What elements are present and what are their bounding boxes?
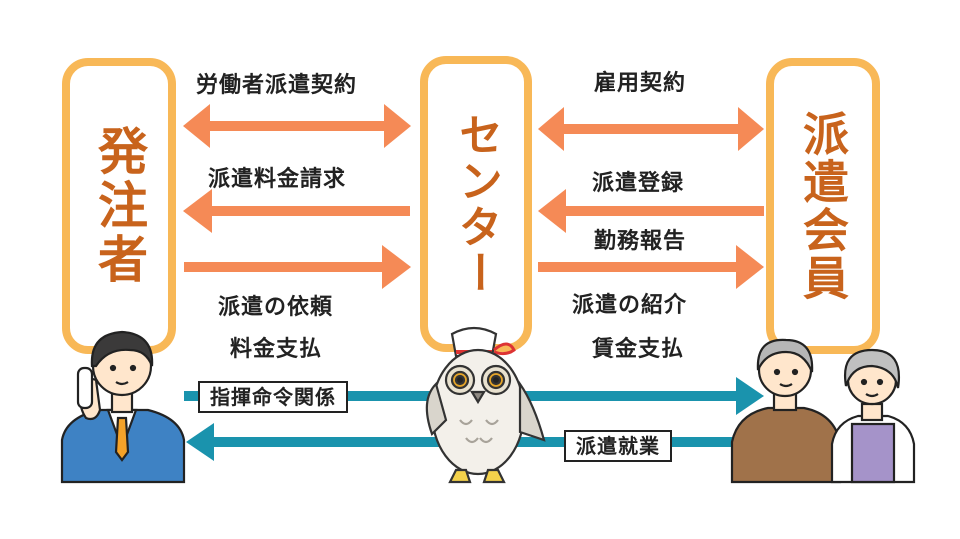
member-box: 派遣会員	[766, 58, 880, 354]
owl-mascot-icon	[425, 326, 546, 484]
businessman-on-phone-icon	[60, 330, 186, 484]
center-box-label: センター	[451, 112, 502, 296]
work-report-label: 勤務報告	[594, 229, 687, 254]
fee-payment-label: 料金支払	[230, 337, 323, 362]
client-box-label: 発注者	[90, 125, 148, 287]
fee-billing-arrow	[183, 189, 410, 233]
introduction-label: 派遣の紹介	[572, 293, 688, 318]
command-relation-tag: 指揮命令関係	[198, 381, 348, 413]
employment-contract-arrow	[538, 107, 764, 151]
dispatch-request-label: 派遣の依頼	[218, 295, 334, 320]
introduction-wage-arrow	[538, 245, 764, 289]
dispatch-contract-arrow	[183, 104, 411, 148]
client-box: 発注者	[62, 58, 176, 354]
registration-report-arrow	[538, 189, 764, 233]
employment-contract-label: 雇用契約	[594, 71, 687, 96]
registration-label: 派遣登録	[592, 171, 685, 196]
fee-billing-label: 派遣料金請求	[208, 167, 347, 192]
member-box-label: 派遣会員	[796, 110, 850, 302]
dispatch-work-tag: 派遣就業	[564, 430, 672, 462]
dispatch-contract-label: 労働者派遣契約	[196, 73, 358, 98]
wage-payment-label: 賃金支払	[592, 337, 685, 362]
dispatch-request-arrow	[184, 245, 411, 289]
senior-couple-icon	[730, 338, 916, 484]
